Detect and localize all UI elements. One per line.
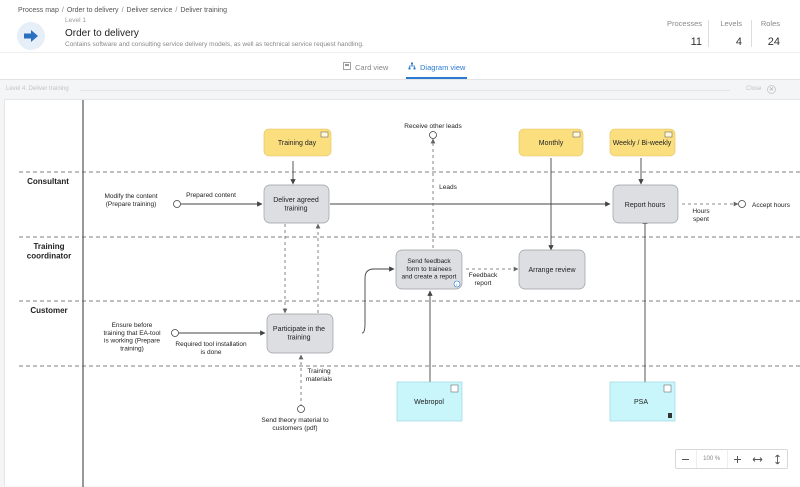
start-event-ensure[interactable] xyxy=(171,329,179,337)
calendar-icon xyxy=(572,131,581,138)
fit-width-button[interactable] xyxy=(747,450,767,468)
stat-roles-label: Roles xyxy=(760,19,780,28)
level-label: Level 1 xyxy=(65,17,86,24)
page-title: Order to delivery xyxy=(65,28,139,39)
activity-participate-training[interactable] xyxy=(266,313,334,354)
tab-diagram-view-label: Diagram view xyxy=(420,62,466,72)
trigger-training-day[interactable] xyxy=(263,128,332,157)
stat-processes-value: 11 xyxy=(690,36,702,48)
breadcrumb-deliver-service[interactable]: Deliver service xyxy=(126,7,173,14)
activity-send-feedback[interactable] xyxy=(395,249,463,290)
tab-card-view[interactable]: Card view xyxy=(343,62,388,72)
activity-arrange-review-label: Arrange review xyxy=(528,267,576,274)
system-icon xyxy=(450,384,459,393)
breadcrumb: Process map/Order to delivery/Deliver se… xyxy=(18,7,228,14)
info-icon-glyph: i xyxy=(457,282,458,287)
system-webropol-label: Webropol xyxy=(414,399,444,406)
page-header: Process map/Order to delivery/Deliver se… xyxy=(0,0,800,52)
minus-icon xyxy=(682,458,690,460)
zoom-out-button[interactable] xyxy=(676,450,696,468)
process-arrow-icon xyxy=(17,22,45,50)
trigger-monthly-label: Monthly xyxy=(539,140,564,147)
flow-participate-to-feedback[interactable] xyxy=(361,266,395,334)
fit-height-button[interactable] xyxy=(767,450,787,468)
pause-icon xyxy=(668,413,672,418)
stat-roles-value: 24 xyxy=(767,36,780,48)
system-icon xyxy=(663,384,672,393)
lane-consultant: Consultant xyxy=(27,177,69,186)
end-event-receive-leads[interactable] xyxy=(429,131,437,139)
end-event-send-theory[interactable] xyxy=(297,405,305,413)
card-icon xyxy=(343,62,351,72)
lane-customer: Customer xyxy=(30,306,67,315)
level-subbar-label: Level 4. Deliver training xyxy=(6,86,69,92)
breadcrumb-deliver-training[interactable]: Deliver training xyxy=(180,7,228,14)
fit-height-icon xyxy=(774,454,780,464)
event-modify-label: Modify the content(Prepare training) xyxy=(104,193,157,208)
trigger-weekly-label: Weekly / Bi-weekly xyxy=(613,140,672,147)
event-accept-hours-label: Accept hours xyxy=(752,202,791,209)
fit-width-icon xyxy=(752,456,763,462)
plus-icon xyxy=(733,455,741,463)
tab-card-view-label: Card view xyxy=(355,62,389,72)
zoom-controls: 100 % xyxy=(675,449,788,469)
stat-divider xyxy=(708,20,709,47)
view-tabs: Card view Diagram view xyxy=(0,52,800,80)
stat-processes: Processes 11 xyxy=(652,19,702,49)
level-subbar: Level 4. Deliver training Close ✕ xyxy=(0,82,800,98)
page-description: Contains software and consulting service… xyxy=(65,41,364,48)
end-event-accept-hours[interactable] xyxy=(738,200,746,208)
trigger-monthly[interactable] xyxy=(518,128,584,157)
stat-levels-value: 4 xyxy=(735,36,742,48)
info-icon[interactable] xyxy=(453,280,461,288)
flow-leads-label: Leads xyxy=(439,184,457,191)
diagram-icon xyxy=(408,62,416,72)
calendar-icon xyxy=(320,131,329,138)
stat-divider xyxy=(751,20,752,47)
stat-levels: Levels 4 xyxy=(692,19,742,49)
zoom-in-button[interactable] xyxy=(728,450,748,468)
activity-report-hours[interactable] xyxy=(612,184,679,224)
trigger-training-day-label: Training day xyxy=(278,140,317,147)
stat-processes-label: Processes xyxy=(666,19,702,28)
close-icon[interactable]: ✕ xyxy=(767,85,776,94)
event-receive-leads-label: Receive other leads xyxy=(404,123,462,130)
zoom-level: 100 % xyxy=(695,450,728,468)
close-label[interactable]: Close xyxy=(746,86,762,92)
flow-prepared-content-label: Prepared content xyxy=(186,192,236,199)
activity-deliver-training[interactable] xyxy=(263,184,330,224)
divider xyxy=(80,90,730,91)
start-event-modify[interactable] xyxy=(173,200,181,208)
breadcrumb-order-to-delivery[interactable]: Order to delivery xyxy=(66,7,119,14)
activity-report-hours-label: Report hours xyxy=(625,202,666,209)
trigger-weekly[interactable] xyxy=(609,128,676,157)
calendar-icon xyxy=(664,131,673,138)
activity-arrange-review[interactable] xyxy=(518,249,586,290)
breadcrumb-process-map[interactable]: Process map xyxy=(18,7,59,14)
stat-levels-label: Levels xyxy=(720,19,742,28)
stat-roles: Roles 24 xyxy=(730,19,780,49)
tab-diagram-view[interactable]: Diagram view xyxy=(405,62,468,79)
system-psa-label: PSA xyxy=(634,399,648,406)
